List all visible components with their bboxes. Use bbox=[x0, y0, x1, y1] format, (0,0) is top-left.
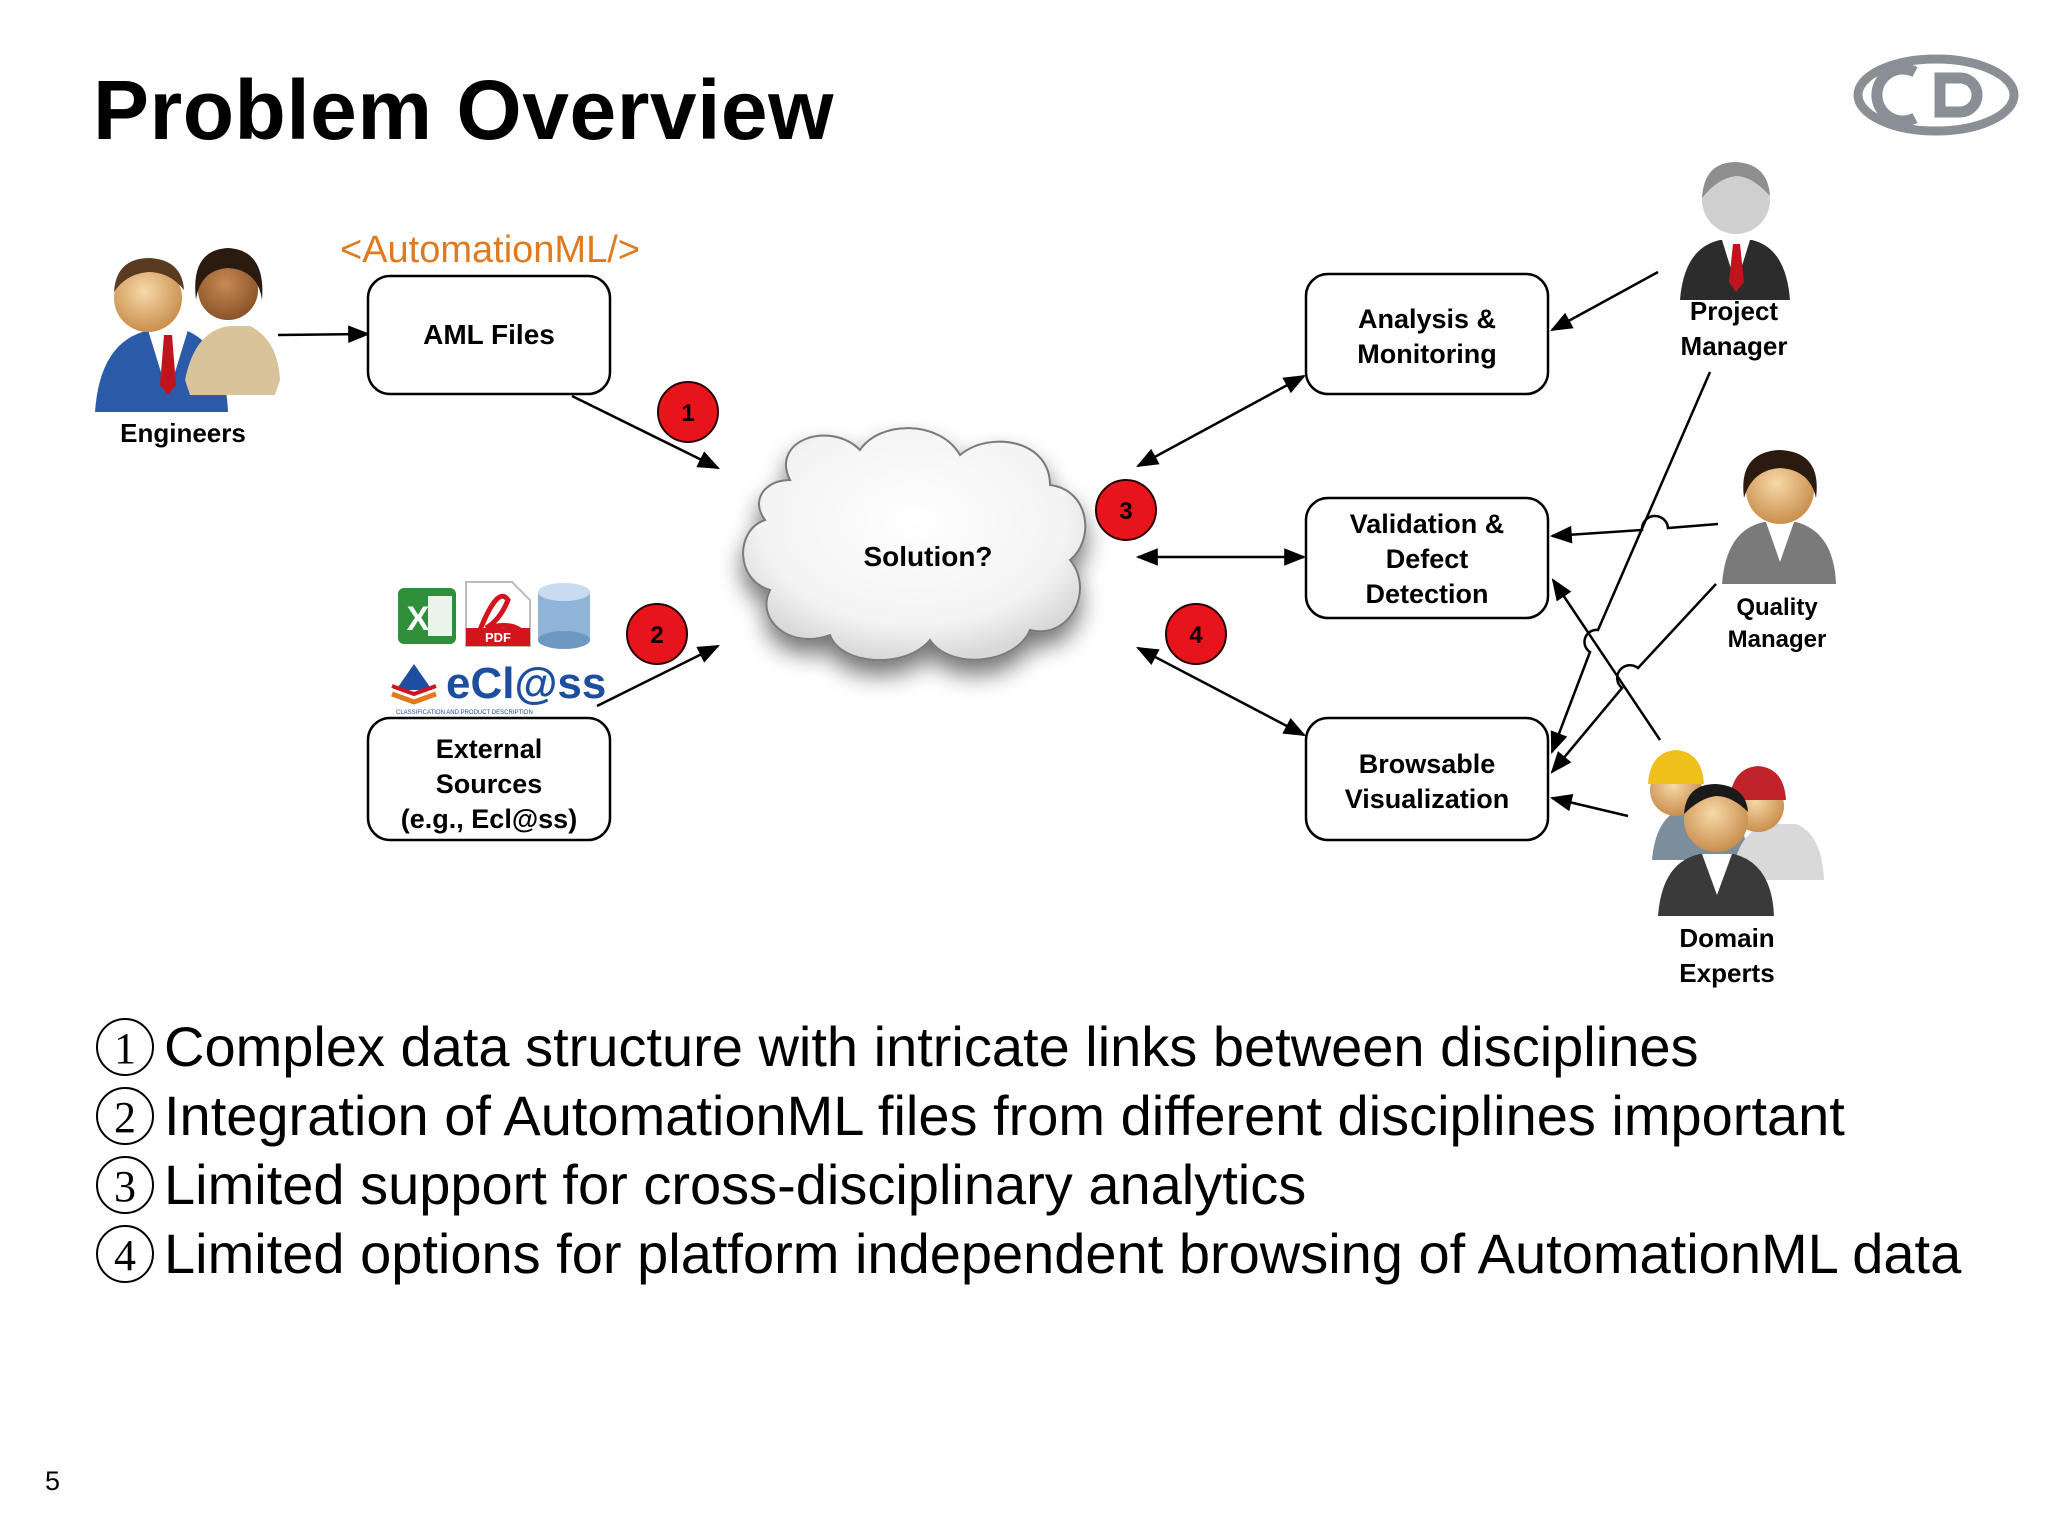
badge-4-label: 4 bbox=[1189, 622, 1203, 649]
badge-2-label: 2 bbox=[650, 622, 663, 649]
browsable-line2: Visualization bbox=[1345, 784, 1510, 814]
company-logo bbox=[1853, 54, 2019, 136]
automationml-logo: <AutomationML/> bbox=[340, 229, 640, 271]
problem-number: 3 bbox=[96, 1155, 154, 1214]
analysis-line1: Analysis & bbox=[1358, 304, 1496, 334]
validation-line3: Detection bbox=[1365, 579, 1488, 609]
slide-title: Problem Overview bbox=[93, 63, 834, 157]
analysis-line2: Monitoring bbox=[1357, 339, 1496, 369]
external-line1: External bbox=[436, 734, 543, 764]
external-line2: Sources bbox=[436, 769, 543, 799]
solution-cloud bbox=[742, 427, 1087, 661]
eclass-logo-text: eCl@ss bbox=[446, 659, 606, 708]
aml-files-label: AML Files bbox=[423, 319, 555, 350]
arrow-pm-browsable bbox=[1550, 371, 1712, 755]
badge-3-label: 3 bbox=[1119, 498, 1132, 525]
badge-2: 2 bbox=[626, 603, 688, 665]
pdf-icon: PDF bbox=[465, 581, 531, 647]
badge-1-label: 1 bbox=[681, 400, 694, 427]
problem-text: Complex data structure with intricate li… bbox=[164, 1015, 1699, 1078]
excel-icon: X bbox=[398, 588, 456, 644]
quality-manager-icon bbox=[1722, 450, 1836, 584]
analysis-monitoring-box: Analysis & Monitoring bbox=[1304, 272, 1550, 396]
arrow-qm-validation bbox=[1549, 514, 1719, 544]
arrow-pm-analysis bbox=[1550, 270, 1659, 332]
domain-experts-line1: Domain bbox=[1679, 923, 1774, 953]
project-manager-line1: Project bbox=[1690, 296, 1778, 326]
solution-label: Solution? bbox=[863, 541, 992, 572]
arrow-experts-validation bbox=[1551, 578, 1662, 741]
arrow-experts-browsable bbox=[1549, 794, 1629, 818]
arrow-qm-browsable bbox=[1550, 583, 1717, 774]
project-manager-icon bbox=[1680, 162, 1790, 300]
validation-line1: Validation & bbox=[1350, 509, 1505, 539]
validation-line2: Defect bbox=[1386, 544, 1469, 574]
svg-text:X: X bbox=[407, 600, 430, 638]
badge-4: 4 bbox=[1165, 603, 1227, 665]
problem-number: 1 bbox=[96, 1017, 154, 1076]
engineers-icon bbox=[95, 248, 280, 412]
arrow-solution-browsable bbox=[1136, 646, 1306, 737]
eclass-logo-tagline: CLASSIFICATION AND PRODUCT DESCRIPTION bbox=[396, 710, 533, 716]
problem-item: 3 Limited support for cross-disciplinary… bbox=[96, 1150, 1961, 1219]
aml-files-box: AML Files bbox=[366, 274, 612, 396]
problem-number: 2 bbox=[96, 1086, 154, 1145]
external-sources-box: External Sources (e.g., Ecl@ss) bbox=[366, 716, 612, 842]
problem-text: Limited options for platform independent… bbox=[164, 1222, 1962, 1285]
problem-item: 1 Complex data structure with intricate … bbox=[96, 1012, 1961, 1081]
arrow-solution-analysis bbox=[1136, 374, 1306, 468]
domain-experts-line2: Experts bbox=[1679, 958, 1774, 988]
browsable-visualization-box: Browsable Visualization bbox=[1304, 716, 1550, 842]
problem-number: 4 bbox=[96, 1224, 154, 1283]
validation-defect-box: Validation & Defect Detection bbox=[1304, 496, 1550, 620]
problem-text: Limited support for cross-disciplinary a… bbox=[164, 1153, 1307, 1216]
pdf-icon-label: PDF bbox=[485, 630, 511, 645]
eclass-logo: eCl@ss CLASSIFICATION AND PRODUCT DESCRI… bbox=[391, 659, 606, 716]
arrow-aml-solution bbox=[571, 394, 720, 470]
badge-1: 1 bbox=[657, 381, 719, 443]
quality-manager-line1: Quality bbox=[1736, 594, 1818, 621]
problem-item: 2 Integration of AutomationML files from… bbox=[96, 1081, 1961, 1150]
quality-manager-line2: Manager bbox=[1728, 626, 1827, 653]
domain-experts-icon bbox=[1648, 750, 1824, 916]
problem-list: 1 Complex data structure with intricate … bbox=[96, 1012, 1961, 1288]
page-number: 5 bbox=[45, 1466, 61, 1496]
browsable-line1: Browsable bbox=[1359, 749, 1496, 779]
problem-text: Integration of AutomationML files from d… bbox=[164, 1084, 1845, 1147]
project-manager-line2: Manager bbox=[1681, 331, 1788, 361]
external-line3: (e.g., Ecl@ss) bbox=[401, 804, 577, 834]
arrow-engineers-aml bbox=[277, 325, 371, 344]
database-icon bbox=[538, 583, 590, 649]
arrow-external-solution bbox=[596, 644, 720, 708]
problem-item: 4 Limited options for platform independe… bbox=[96, 1219, 1961, 1288]
badge-3: 3 bbox=[1095, 479, 1157, 541]
engineers-label: Engineers bbox=[120, 418, 246, 448]
